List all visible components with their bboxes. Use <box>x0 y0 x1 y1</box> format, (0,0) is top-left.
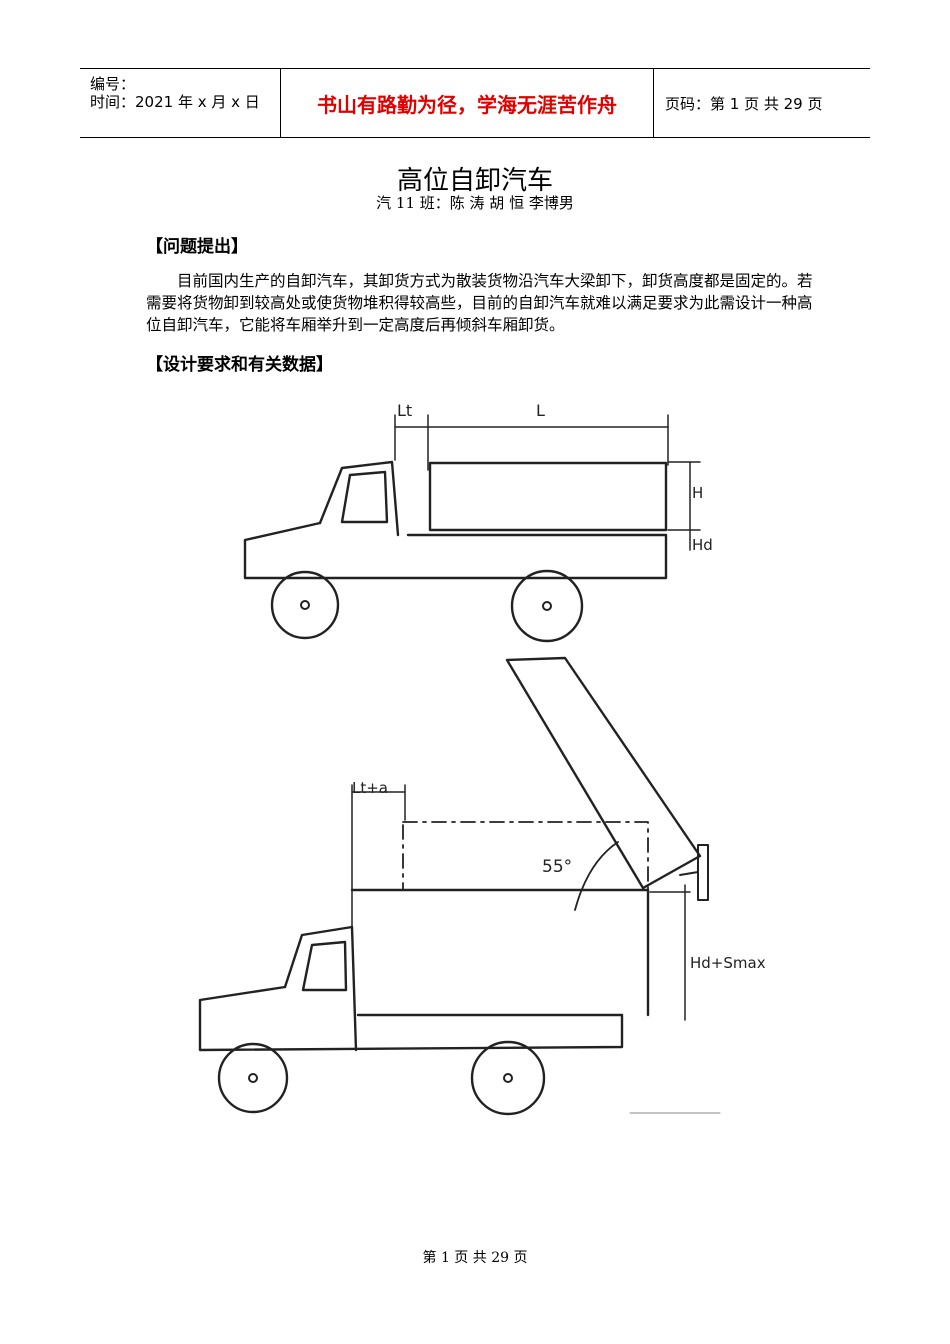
truck-figure: Lt L H Hd Lt+a 55° Hd+Smax <box>180 390 800 1134</box>
label-hd: Hd <box>692 536 713 554</box>
date-label: 时间：2021 年 x 月 x 日 <box>90 93 260 111</box>
motto: 书山有路勤为径，学海无涯苦作舟 <box>281 69 654 137</box>
truck-diagram: Lt L H Hd Lt+a 55° Hd+Smax <box>198 401 766 1116</box>
page-label: 页码：第 1 页 共 29 页 <box>665 69 870 137</box>
problem-paragraph: 目前国内生产的自卸汽车，其卸货方式为散装货物沿汽车大梁卸下，卸货高度都是固定的。… <box>146 272 813 334</box>
page-footer: 第 1 页 共 29 页 <box>422 1250 528 1266</box>
label-hd-smax: Hd+Smax <box>690 954 766 972</box>
truck-normal <box>243 414 701 643</box>
label-l: L <box>536 401 545 420</box>
label-lt: Lt <box>397 401 412 420</box>
page-label-text: 页码：第 1 页 共 29 页 <box>665 94 823 113</box>
label-angle: 55° <box>542 857 572 877</box>
header-meta-cell: 编号： 时间：2021 年 x 月 x 日 <box>80 69 281 137</box>
number-label: 编号： <box>90 75 136 93</box>
page-header: 编号： 时间：2021 年 x 月 x 日 书山有路勤为径，学海无涯苦作舟 页码… <box>80 68 870 138</box>
section-heading-requirements: 【设计要求和有关数据】 <box>146 355 333 375</box>
truck-raised <box>198 656 721 1116</box>
label-lta: Lt+a <box>352 779 388 797</box>
document-title: 高位自卸汽车 <box>396 166 553 196</box>
authors: 汽 11 班：陈 涛 胡 恒 李博男 <box>376 194 574 212</box>
label-h: H <box>692 484 703 502</box>
section-heading-problem: 【问题提出】 <box>146 237 248 257</box>
